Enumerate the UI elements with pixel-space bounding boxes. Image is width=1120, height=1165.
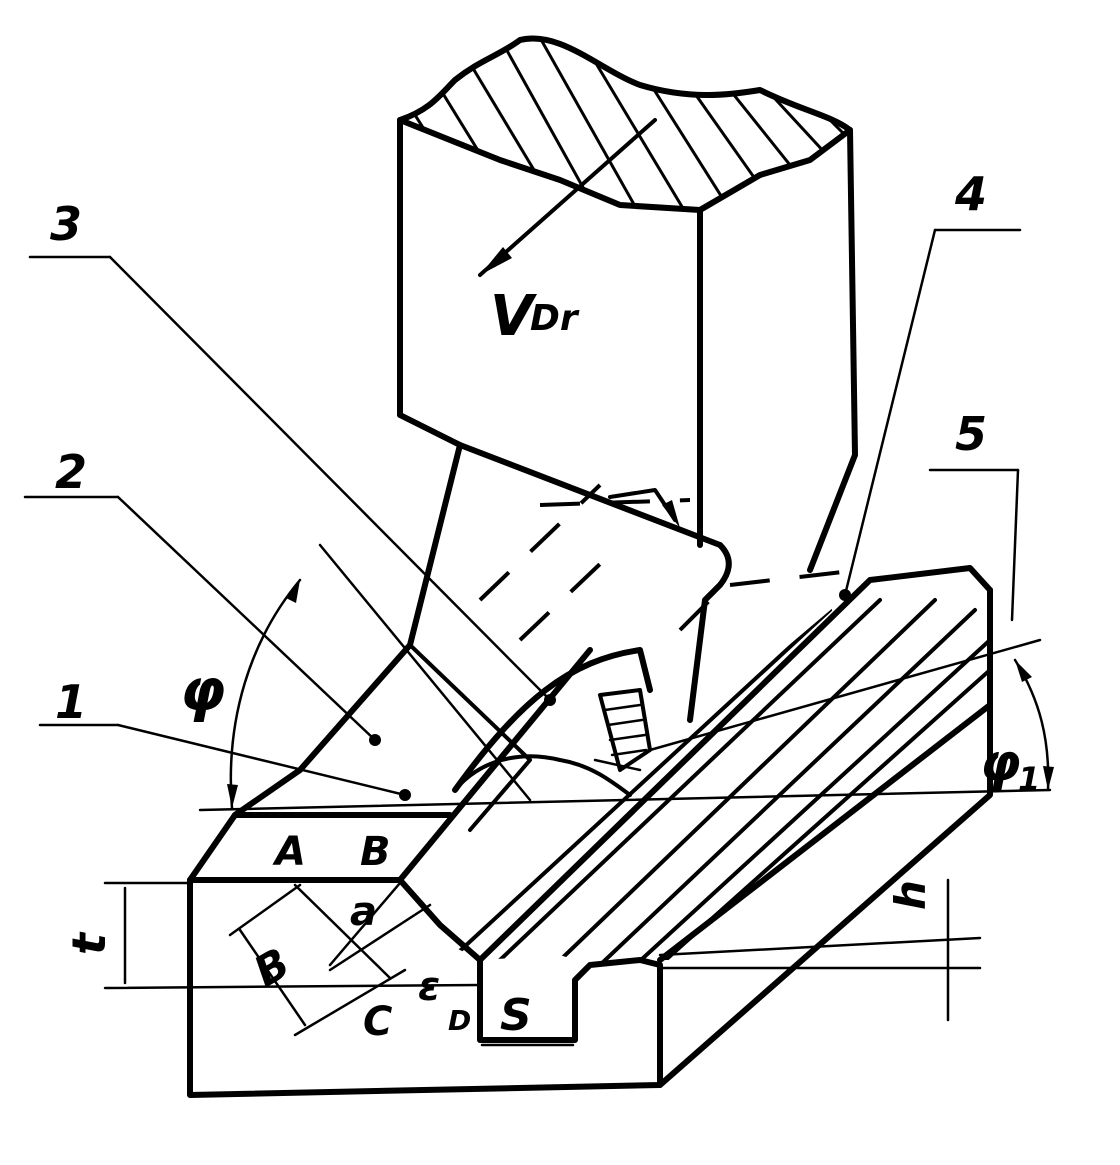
thickness-dim-line <box>328 903 432 972</box>
callout-3: 3 <box>50 197 82 251</box>
width-ext-1 <box>228 883 302 937</box>
phi-arrow-bottom <box>227 784 238 808</box>
tool-hidden-line-3 <box>678 598 712 632</box>
callout-2: 2 <box>55 445 87 499</box>
aux-edge-line <box>648 638 1042 752</box>
shank-section-hatch <box>400 38 850 210</box>
tool-axis-line <box>318 543 532 802</box>
thickness-a-label: a <box>350 889 377 935</box>
residual-h-label: h <box>886 880 935 910</box>
angle-phi1-label: φ <box>980 733 1021 793</box>
angle-phi-label: φ <box>180 656 225 724</box>
callout-dot-2 <box>369 734 381 746</box>
callout-leaders <box>23 228 1022 797</box>
velocity-subscript: Dr <box>530 298 580 339</box>
rake-arrow-head <box>662 500 680 528</box>
section-line-ac <box>293 883 392 980</box>
depth-t-label: t <box>62 931 116 955</box>
callout-dot-4 <box>839 589 851 601</box>
callout-dot-1 <box>399 789 411 801</box>
callout-5: 5 <box>955 407 987 461</box>
main-edge-line <box>298 643 412 772</box>
velocity-arrow <box>478 118 657 277</box>
tool-hidden-line-2 <box>518 543 622 642</box>
depth-ext-bottom <box>103 983 482 990</box>
tool-hidden-line-5 <box>729 568 861 587</box>
feed-s-label: S <box>500 990 532 1041</box>
angle-epsilon-subscript: D <box>448 1004 471 1037</box>
tool-hidden-line-1 <box>478 483 602 602</box>
angle-phi1-subscript: 1 <box>1018 760 1040 798</box>
callout-dot-3 <box>544 694 556 706</box>
point-a-label: A <box>272 829 306 875</box>
point-c-label: C <box>363 999 392 1045</box>
phi1-arrow-top <box>1015 660 1032 682</box>
point-b-label: B <box>360 829 391 875</box>
phi-arrow-top <box>286 580 300 603</box>
width-ext-2 <box>293 968 407 1037</box>
phi1-arrow-bottom <box>1043 766 1054 790</box>
width-dim-line <box>238 928 307 1027</box>
h-ext-top <box>658 936 982 957</box>
angle-epsilon-label: ε <box>418 964 440 1010</box>
callout-4: 4 <box>954 167 987 221</box>
base-reference-line <box>198 788 1052 812</box>
tool-hidden-line-4 <box>539 498 691 507</box>
section-line-bc <box>328 881 402 967</box>
callout-1: 1 <box>55 675 87 729</box>
phi-arc <box>229 578 302 810</box>
machined-surface-hatch <box>448 598 990 965</box>
velocity-label: V <box>490 284 538 349</box>
